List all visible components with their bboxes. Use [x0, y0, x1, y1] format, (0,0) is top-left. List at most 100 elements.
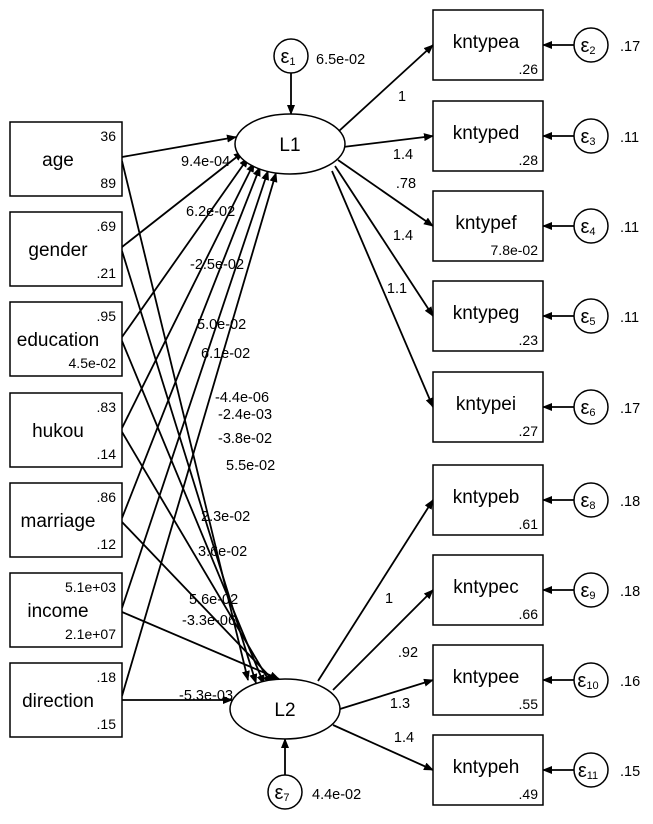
error-8-variance: .18	[620, 494, 640, 510]
error-2-variance: .17	[620, 39, 640, 55]
coef-education-L2: 5.5e-02	[226, 458, 275, 474]
coefficient-labels-layer: 9.4e-04-4.4e-066.2e-02-2.4e-03-2.5e-025.…	[179, 89, 418, 746]
error-10-index: 10	[586, 680, 598, 692]
predictor-mean-income: 5.1e+03	[65, 579, 116, 595]
path-L1-to-kntypef	[337, 159, 434, 227]
error-8-circle	[573, 482, 609, 518]
loading-kntypei: 1.1	[387, 281, 407, 297]
loading-kntypef: .78	[396, 176, 416, 192]
error-6-index: 6	[589, 407, 595, 419]
predictor-mean-hukou: .83	[97, 399, 117, 415]
predictor-variance-gender: .21	[97, 265, 117, 281]
path-marriage-to-L1	[121, 166, 261, 519]
error-8-index: 8	[589, 500, 595, 512]
coef-hukou-L1: 5.0e-02	[197, 317, 246, 333]
predictor-box-marriage	[9, 482, 123, 558]
error-9-index: 9	[589, 590, 595, 602]
loading-kntypee: 1.3	[390, 696, 410, 712]
predictor-box-education	[9, 301, 123, 377]
error-11-circle	[573, 752, 609, 788]
loading-kntypea: 1	[398, 89, 406, 105]
path-direction-to-L1	[121, 172, 278, 697]
predictor-box-age	[9, 121, 123, 197]
indicator-intercept-kntypea: .26	[519, 61, 539, 77]
indicator-name-kntypea: kntypea	[453, 32, 520, 53]
error-9-variance: .18	[620, 584, 640, 600]
coef-education-L1: -2.5e-02	[190, 257, 244, 273]
coef-marriage-L2: 3.6e-02	[198, 544, 247, 560]
predictor-mean-marriage: .86	[97, 489, 117, 505]
coef-gender-L2: -2.4e-03	[218, 407, 272, 423]
predictor-box-income	[9, 572, 123, 648]
indicator-intercept-kntypeh: .49	[519, 786, 539, 802]
predictor-variance-income: 2.1e+07	[65, 626, 116, 642]
path-income-to-L1	[121, 170, 269, 609]
indicator-intercept-kntypei: .27	[519, 423, 539, 439]
predictor-variance-education: 4.5e-02	[69, 355, 117, 371]
indicator-name-kntypeh: kntypeh	[453, 757, 520, 778]
coef-income-L1: -3.8e-02	[218, 431, 272, 447]
indicator-name-kntypec: kntypec	[453, 577, 518, 598]
predictor-mean-education: .95	[97, 308, 117, 324]
predictor-mean-direction: .18	[97, 669, 117, 685]
path-income-to-L2	[121, 611, 280, 680]
predictor-box-direction	[9, 662, 123, 738]
error-1-circle	[273, 38, 309, 74]
path-hukou-to-L1	[121, 162, 255, 429]
error-3-variance: .11	[620, 130, 639, 146]
coef-income-L2: -3.3e-06	[182, 613, 236, 629]
error-7-circle	[267, 774, 303, 810]
loading-kntypeb: 1	[385, 591, 393, 607]
error-10-variance: .16	[620, 674, 640, 690]
indicator-box-kntypec	[432, 554, 544, 626]
indicator-name-kntypeb: kntypeb	[453, 487, 520, 508]
indicator-name-kntypee: kntypee	[453, 667, 520, 688]
predictor-name-education: education	[17, 330, 99, 351]
predictor-name-marriage: marriage	[21, 511, 96, 532]
loading-kntypec: .92	[398, 645, 418, 661]
coef-hukou-L2: 2.3e-02	[201, 509, 250, 525]
error-4-circle	[573, 208, 609, 244]
path-marriage-to-L2	[121, 521, 277, 684]
latent-L2	[229, 678, 341, 740]
loading-kntypeg: 1.4	[393, 228, 413, 244]
indicator-name-kntyped: kntyped	[453, 123, 520, 144]
latent-L1	[234, 113, 346, 175]
path-age-to-L1	[121, 134, 237, 158]
path-gender-to-L1	[121, 151, 244, 248]
predictor-box-gender	[9, 211, 123, 287]
predictor-mean-age: 36	[100, 128, 116, 144]
error-2-index: 2	[589, 45, 595, 57]
indicator-intercept-kntypef: 7.8e-02	[491, 242, 539, 258]
predictor-name-age: age	[42, 150, 74, 171]
error-3-index: 3	[589, 136, 595, 148]
path-L2-to-kntypeb	[317, 499, 434, 682]
indicator-box-kntypef	[432, 190, 544, 262]
coef-age-L2: -4.4e-06	[215, 390, 269, 406]
indicator-intercept-kntypeg: .23	[519, 332, 539, 348]
path-L1-to-kntyped	[342, 133, 434, 148]
path-L1-to-kntypeg	[334, 165, 434, 317]
latent-name-L2: L2	[274, 700, 295, 721]
predictor-mean-gender: .69	[97, 218, 117, 234]
predictor-box-hukou	[9, 392, 123, 468]
error-6-circle	[573, 389, 609, 425]
predictor-variance-hukou: .14	[97, 446, 117, 462]
indicator-box-kntypeg	[432, 280, 544, 352]
error-5-index: 5	[589, 316, 595, 328]
error-4-index: 4	[589, 226, 595, 238]
predictor-variance-marriage: .12	[97, 536, 117, 552]
loading-kntyped: 1.4	[393, 147, 413, 163]
path-lines-layer	[121, 41, 574, 775]
error-4-variance: .11	[620, 220, 639, 236]
error-2-circle	[573, 27, 609, 63]
indicator-name-kntypei: kntypei	[456, 394, 516, 415]
predictor-variance-age: 89	[100, 175, 116, 191]
path-L2-to-kntypeh	[332, 724, 434, 771]
predictor-name-direction: direction	[22, 691, 94, 712]
error-9-circle	[573, 572, 609, 608]
indicator-name-kntypeg: kntypeg	[453, 303, 520, 324]
error-7-variance: 4.4e-02	[312, 787, 361, 803]
error-1-variance: 6.5e-02	[316, 52, 365, 68]
indicator-box-kntypea	[432, 9, 544, 81]
